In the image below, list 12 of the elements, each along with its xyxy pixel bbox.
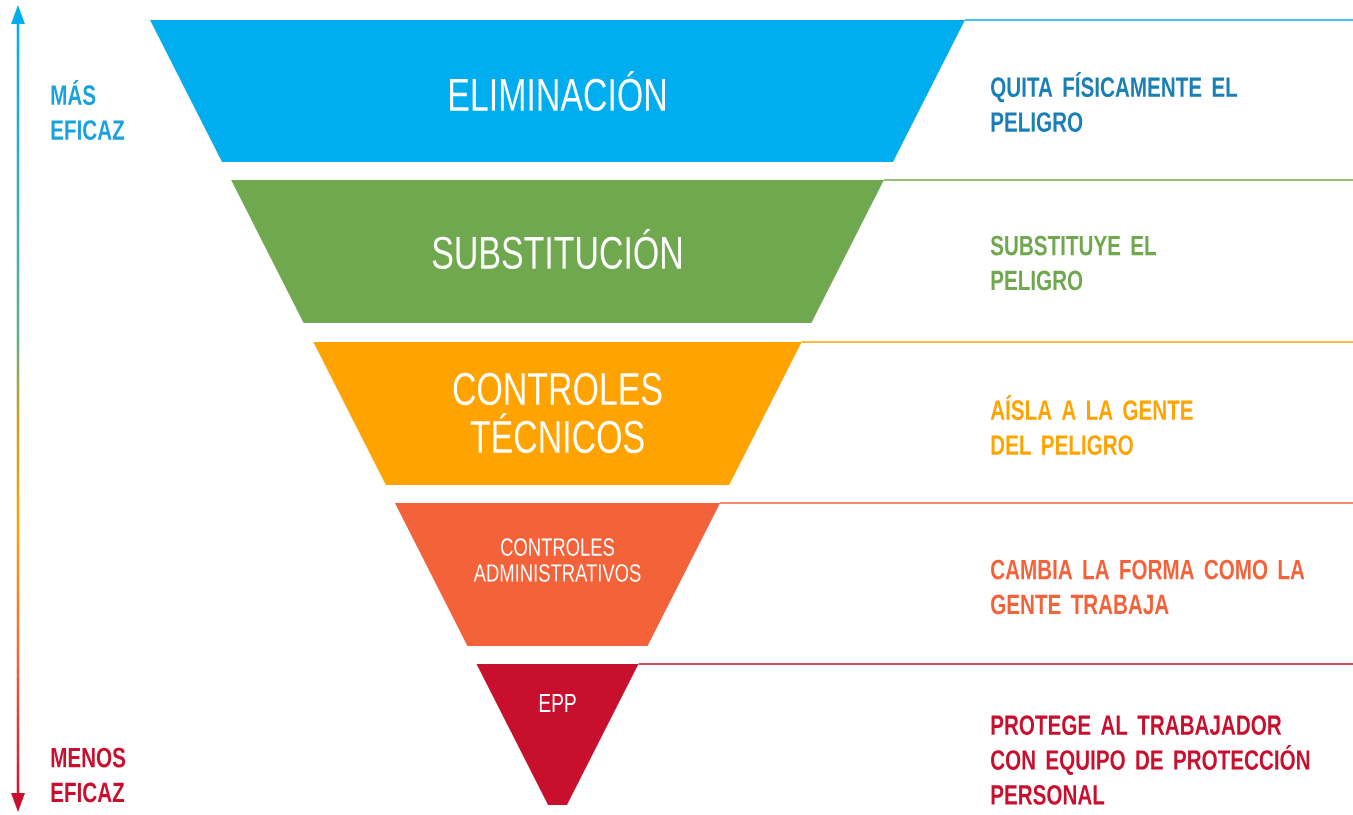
scale-label: MENOS EFICAZ	[51, 747, 126, 803]
funnel-band: ELIMINACIÓN	[150, 20, 965, 162]
description-text: PROTEGE AL TRABAJADOR CON EQUIPO DE PROTECCIÓN PERSONAL	[991, 715, 1310, 805]
description-text: AÍSLA A LA GENTE DEL PELIGRO	[990, 395, 1193, 455]
scale-label: MÁS EFICAZ	[51, 80, 125, 140]
funnel-band: SUBSTITUCIÓN	[231, 180, 884, 323]
funnel-band: CONTROLES ADMINISTRATIVOS	[394, 503, 721, 646]
funnel-band: EPP	[476, 664, 639, 805]
description-text: CAMBIA LA FORMA COMO LA GENTE TRABAJA	[991, 559, 1305, 615]
description-text: QUITA FÍSICAMENTE EL PELIGRO	[991, 72, 1238, 132]
description-text: SUBSTITUYE EL PELIGRO	[990, 235, 1156, 291]
funnel-band: CONTROLES TÉCNICOS	[313, 342, 802, 485]
